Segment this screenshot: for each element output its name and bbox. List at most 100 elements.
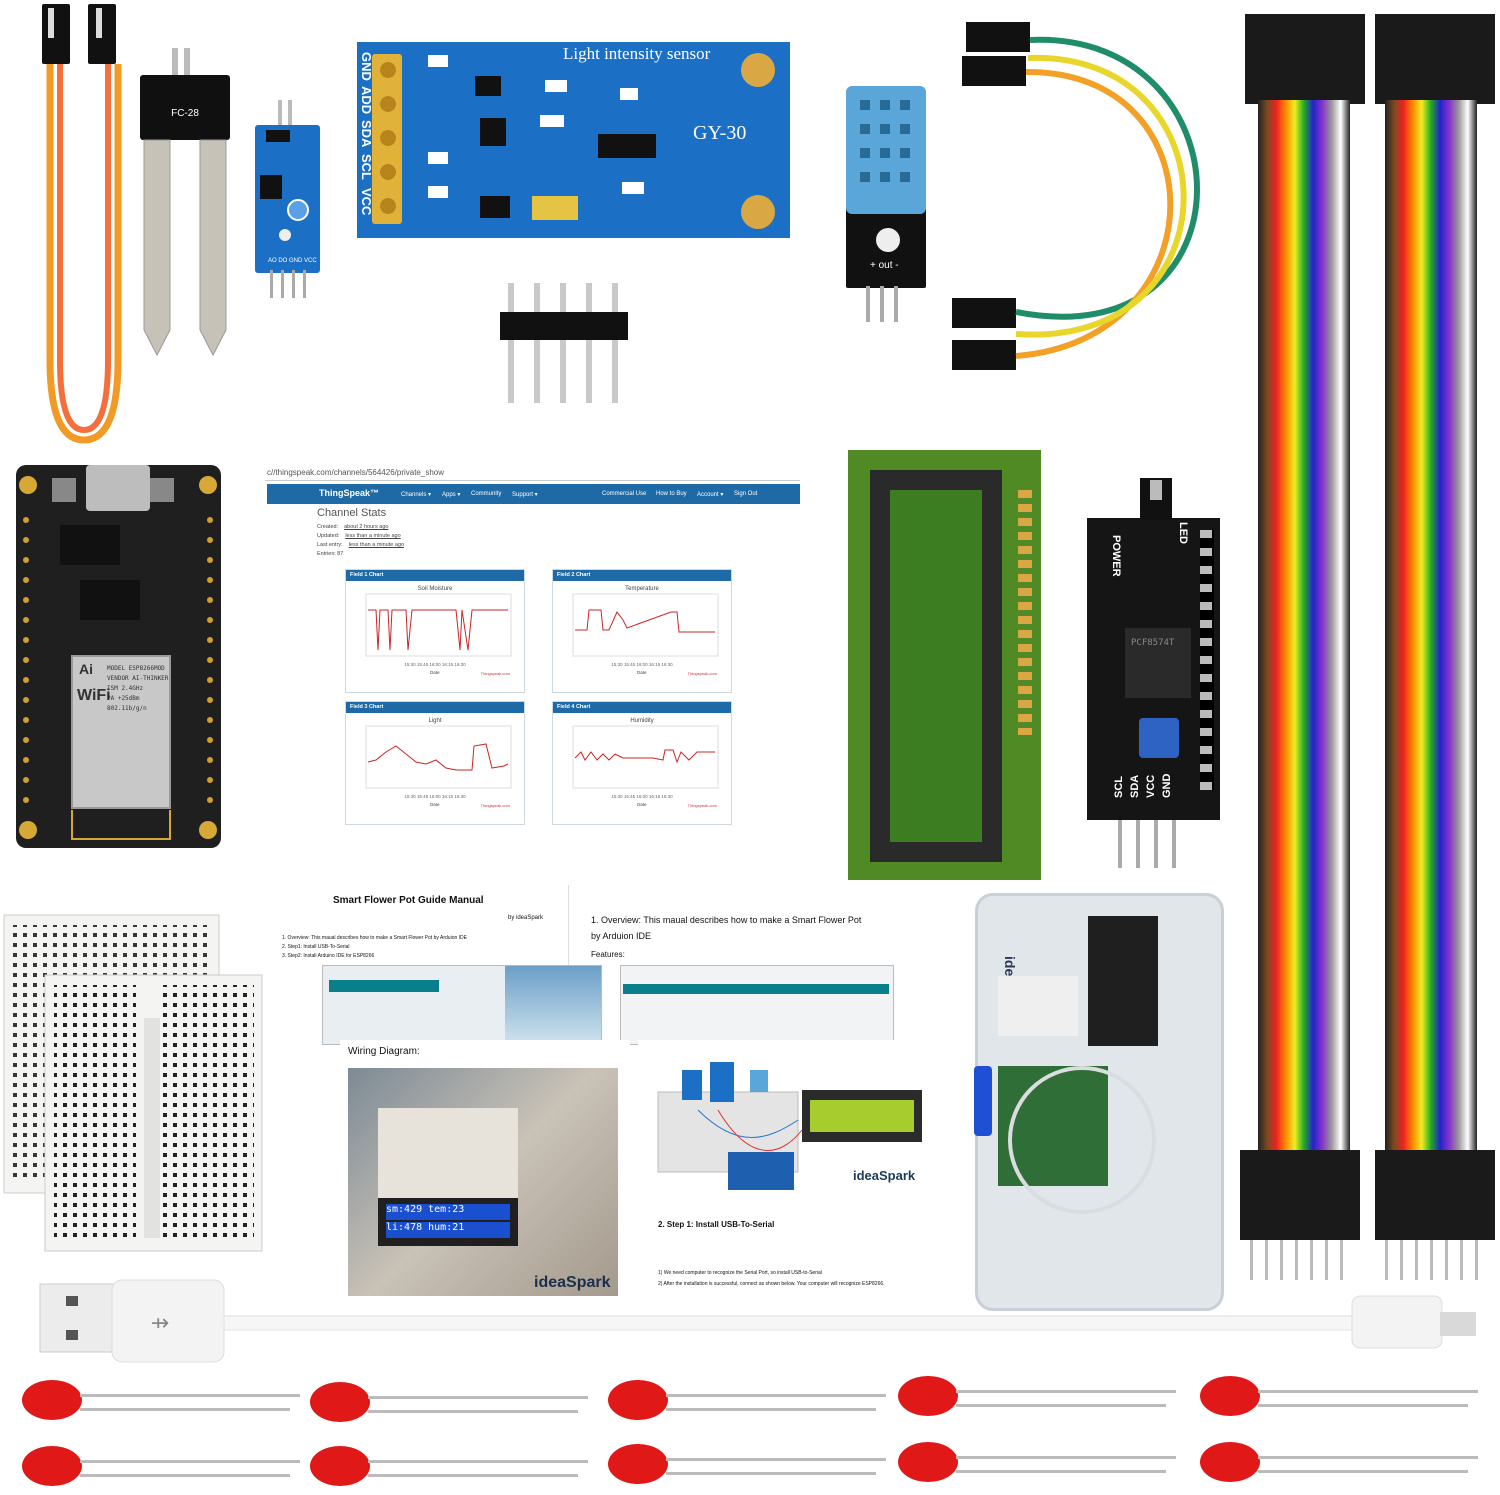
channel-stats-title: Channel Stats [317,507,387,519]
toc-3: 3. Step2: Install Arduino IDE for ESP826… [282,953,375,959]
nav-channels[interactable]: Channels ▾ [401,492,432,498]
esp-line-1: MODEL ESP8266MOD [107,665,165,672]
stat-created: Created:about 2 hours ago [317,524,389,530]
chart-footer: Thingspeak.com [480,671,510,676]
esp-line-5: 802.11b/g/n [107,705,147,712]
arduino-ide-shot-2 [620,965,894,1045]
browser-url: c//thingspeak.com/channels/564426/privat… [267,468,444,477]
svg-text:GND: GND [359,52,374,81]
x-axis-label: Date [637,802,647,807]
i2c-backpack: PCF8574T [1087,518,1220,820]
pcf8574-chip: PCF8574T [1125,628,1191,698]
lcd1602-module [848,450,1041,880]
box-clip [974,1066,992,1136]
wiring-diagram-label: Wiring Diagram: [348,1046,420,1057]
manual-overview-page: 1. Overview: This maual describes how to… [585,898,875,959]
wiring-photo: sm:429 tem:23 li:478 hum:21 ideaSpark [348,1068,618,1296]
wiring-diagram-page: ideaSpark 2. Step 1: Install USB-To-Seri… [638,1040,930,1305]
nav-apps[interactable]: Apps ▾ [442,492,461,498]
light-intensity-sensor: Light intensity sensor GY-30 [357,42,790,238]
lcd-pin-row [1018,490,1032,735]
esp-module-shield: Ai WiFi MODEL ESP8266MOD VENDOR AI-THINK… [71,655,171,809]
svg-text:15:30 15:45 16:00 16:15 16: 15:30 15:45 16:00 16:15 16:30 [404,794,466,799]
step1-heading: 2. Step 1: Install USB-To-Serial [658,1220,775,1229]
nav-account[interactable]: Account ▾ [697,492,724,498]
panel-header: Field 3 Chart [346,702,524,713]
lcd-screen [890,490,982,842]
chart-panel-2: Field 2 Chart Temperature 15:30 15:45 16… [552,569,732,693]
toc-1: 1. Overview: This maual describes how to… [282,935,467,941]
vcc-label: VCC [1145,775,1157,798]
box-nodemcu [1088,916,1158,1046]
scl-label: SCL [1113,776,1125,798]
step1-text-2: 2) After the installation is successful,… [658,1281,885,1287]
temperature-sparkline: 15:30 15:45 16:00 16:15 16:30 [572,593,719,667]
box-breadboard [998,976,1078,1036]
gnd-label: GND [1161,774,1173,799]
storage-box: ideaSpark [974,893,1224,1311]
wiring-photo-page: Wiring Diagram: sm:429 tem:23 li:478 hum… [340,1040,630,1305]
sda-label: SDA [1129,775,1141,798]
manual-by: by ideaSpark [508,915,544,921]
svg-text:SDA: SDA [359,120,374,148]
sensor-model: GY-30 [693,122,747,144]
led-row-bottom [22,1442,1478,1486]
esp-line-2: VENDOR AI-THINKER [107,675,169,682]
lcd-bezel [870,470,1002,862]
led-row-top [22,1376,1478,1422]
toc-2: 2. Step1: Install USB-To-Serial [282,944,350,950]
sensor-pin-labels: GND ADD SDA SCL VCC [359,52,374,216]
photo-lcd-line-1: sm:429 tem:23 [386,1204,510,1220]
box-cable [1008,1066,1156,1214]
x-axis-label: Date [637,670,647,675]
panel-header: Field 2 Chart [553,570,731,581]
thingspeak-logo: ThingSpeak™ [319,488,380,498]
usb-port [86,465,150,511]
svg-text:15:30 15:45 16:00 16:15 16: 15:30 15:45 16:00 16:15 16:30 [611,794,673,799]
nav-community[interactable]: Community [471,491,502,497]
svg-text:15:30 15:45 16:00 16:15 16: 15:30 15:45 16:00 16:15 16:30 [611,662,673,667]
humidity-sparkline: 15:30 15:45 16:00 16:15 16:30 [572,725,719,799]
esp-line-4: PA +25dBm [107,695,140,702]
esp-wifi: WiFi [77,687,111,704]
soil-moisture-sparkline: 15:30 15:45 16:00 16:15 16:30 [365,593,512,667]
nav-support[interactable]: Support ▾ [512,492,538,498]
esp-line-3: ISM 2.4GHz [107,685,144,692]
chip-label: PCF8574T [1131,638,1175,648]
chart-title: Temperature [625,586,659,592]
chart-panel-3: Field 3 Chart Light 15:30 15:45 16:00 16… [345,701,525,825]
esp-brand: Ai [79,661,93,677]
chart-title: Light [428,718,442,724]
chart-footer: Thingspeak.com [687,671,717,676]
antenna-trace [71,810,171,840]
photo-lcd-line-2: li:478 hum:21 [386,1222,510,1238]
step1-text-1: 1) We need computer to recognize the Ser… [658,1270,822,1276]
chart-panel-4: Field 4 Chart Humidity 15:30 15:45 16:00… [552,701,732,825]
features-label: Features: [591,950,625,959]
panel-header: Field 4 Chart [553,702,731,713]
svg-text:⇸: ⇸ [151,1311,169,1336]
photo-breadboard [378,1108,518,1198]
photo-brand: ideaSpark [534,1274,611,1291]
manual-title: Smart Flower Pot Guide Manual [333,895,484,906]
nav-sign-out[interactable]: Sign Out [734,491,758,497]
light-sparkline: 15:30 15:45 16:00 16:15 16:30 [365,725,512,799]
panel-header: Field 1 Chart [346,570,524,581]
svg-text:VCC: VCC [359,188,374,216]
nodemcu-board: Ai WiFi MODEL ESP8266MOD VENDOR AI-THINK… [16,465,221,848]
chart-footer: Thingspeak.com [687,803,717,808]
nav-how-to-buy[interactable]: How to Buy [656,491,687,497]
svg-text:ADD: ADD [359,86,374,114]
nav-commercial-use[interactable]: Commercial Use [602,491,647,497]
